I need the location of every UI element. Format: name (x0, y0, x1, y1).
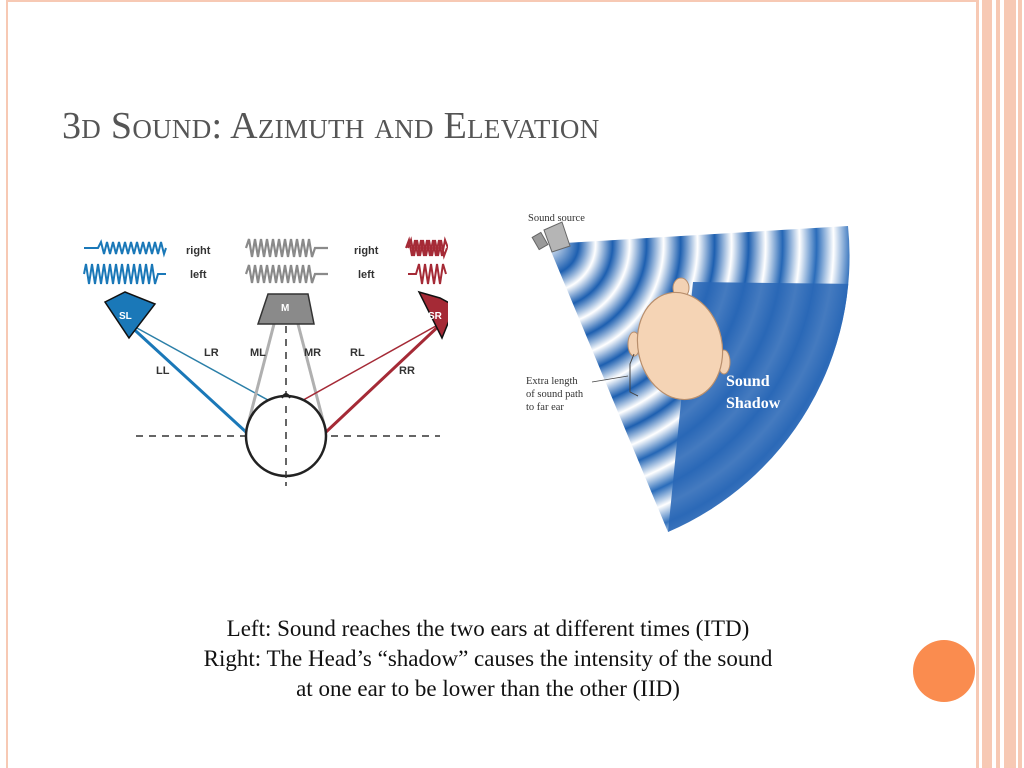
head-top-view (636, 291, 724, 401)
path-ml (244, 323, 276, 433)
path-ll (124, 320, 248, 434)
m-right-waveform (244, 238, 328, 258)
iid-head-shadow-diagram: Sound source Extra length of sound path … (526, 213, 850, 532)
decorative-orange-circle (913, 640, 975, 702)
extra-length-label-line1: Extra length (526, 376, 578, 387)
speaker-sr (417, 290, 448, 340)
slide-title: 3d Sound: Azimuth and Elevation (62, 105, 600, 147)
speaker-sl-label: SL (119, 311, 132, 322)
speaker-m-label: M (281, 303, 289, 314)
path-mr (296, 323, 328, 433)
sl-right-waveform (84, 239, 167, 258)
sound-shadow-label-line2: Shadow (726, 395, 781, 412)
sound-shadow-label-line1: Sound (726, 373, 770, 390)
frame-top-line (6, 0, 976, 2)
path-rr (324, 320, 445, 434)
extra-length-label-line3: to far ear (526, 402, 564, 413)
speaker-sr-label: SR (428, 311, 443, 322)
stripe (1018, 0, 1022, 768)
path-label-rl: RL (350, 347, 365, 359)
path-label-mr: MR (304, 347, 321, 359)
sound-source-label: Sound source (528, 213, 585, 224)
channel-label-left: left (190, 269, 207, 281)
sound-source-speaker-icon (531, 221, 571, 253)
stripe (996, 0, 1000, 768)
speaker-sl (103, 291, 157, 340)
frame-left-line (6, 0, 8, 768)
speaker-m (256, 293, 315, 325)
sl-left-waveform (83, 263, 166, 285)
channel-label-left: left (358, 269, 375, 281)
nose (281, 393, 291, 399)
extra-length-leader (591, 375, 629, 383)
caption-line: Left: Sound reaches the two ears at diff… (226, 616, 750, 641)
path-label-rr: RR (399, 365, 415, 377)
stripe (1004, 0, 1016, 768)
caption-line: at one ear to be lower than the other (I… (296, 676, 680, 701)
caption-line: Right: The Head’s “shadow” causes the in… (203, 646, 773, 671)
channel-label-right: right (354, 245, 379, 257)
stripe (982, 0, 992, 768)
slide-caption: Left: Sound reaches the two ears at diff… (100, 614, 876, 704)
decorative-stripes (976, 0, 1024, 768)
path-label-lr: LR (204, 347, 219, 359)
sr-right-waveform-b (407, 236, 448, 260)
path-label-ml: ML (250, 347, 266, 359)
path-label-ll: LL (156, 365, 170, 377)
stripe (976, 0, 979, 768)
itd-speaker-diagram: right left right left SL M SR LL LR ML M… (83, 236, 448, 486)
channel-label-right: right (186, 245, 211, 257)
m-left-waveform (244, 264, 328, 284)
extra-length-label-line2: of sound path (526, 389, 584, 400)
extra-length-bracket (629, 353, 639, 397)
sr-left-waveform (408, 263, 447, 285)
